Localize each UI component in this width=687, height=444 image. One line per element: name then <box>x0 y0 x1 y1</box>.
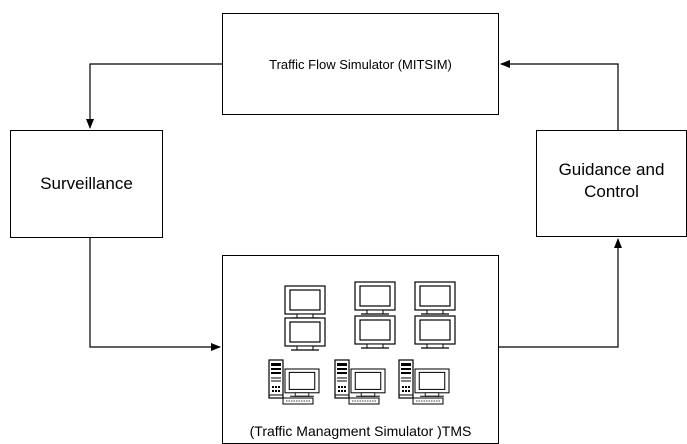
arrow-guidance-to-mitsim <box>500 60 619 130</box>
guidance-control-box: Guidance and Control <box>536 130 687 237</box>
monitor-icon <box>414 281 456 315</box>
arrow-mitsim-to-surveillance <box>86 63 222 129</box>
traffic-flow-simulator-box: Traffic Flow Simulator (MITSIM) <box>222 13 499 115</box>
monitor-icon <box>414 315 456 349</box>
guidance-control-line-1: Guidance and <box>558 160 665 179</box>
surveillance-box: Surveillance <box>10 130 163 238</box>
monitor-icon <box>284 285 326 319</box>
arrow-tms-to-guidance <box>499 238 622 348</box>
computer-cluster-illustration <box>223 281 456 421</box>
guidance-control-label: Guidance and Control <box>537 159 686 203</box>
traffic-management-simulator-label: (Traffic Managment Simulator )TMS <box>249 423 472 439</box>
workstation-icon <box>335 360 385 404</box>
workstation-icon <box>269 360 319 404</box>
traffic-flow-simulator-label: Traffic Flow Simulator (MITSIM) <box>269 57 452 72</box>
workstation-icon <box>399 360 449 404</box>
arrow-surveillance-to-tms <box>89 238 221 351</box>
monitor-icon <box>284 317 326 351</box>
guidance-control-line-2: Control <box>584 182 639 201</box>
traffic-management-simulator-box: (Traffic Managment Simulator )TMS <box>222 255 499 444</box>
monitor-icon <box>354 315 396 349</box>
surveillance-label: Surveillance <box>40 174 133 193</box>
monitor-icon <box>354 281 396 315</box>
